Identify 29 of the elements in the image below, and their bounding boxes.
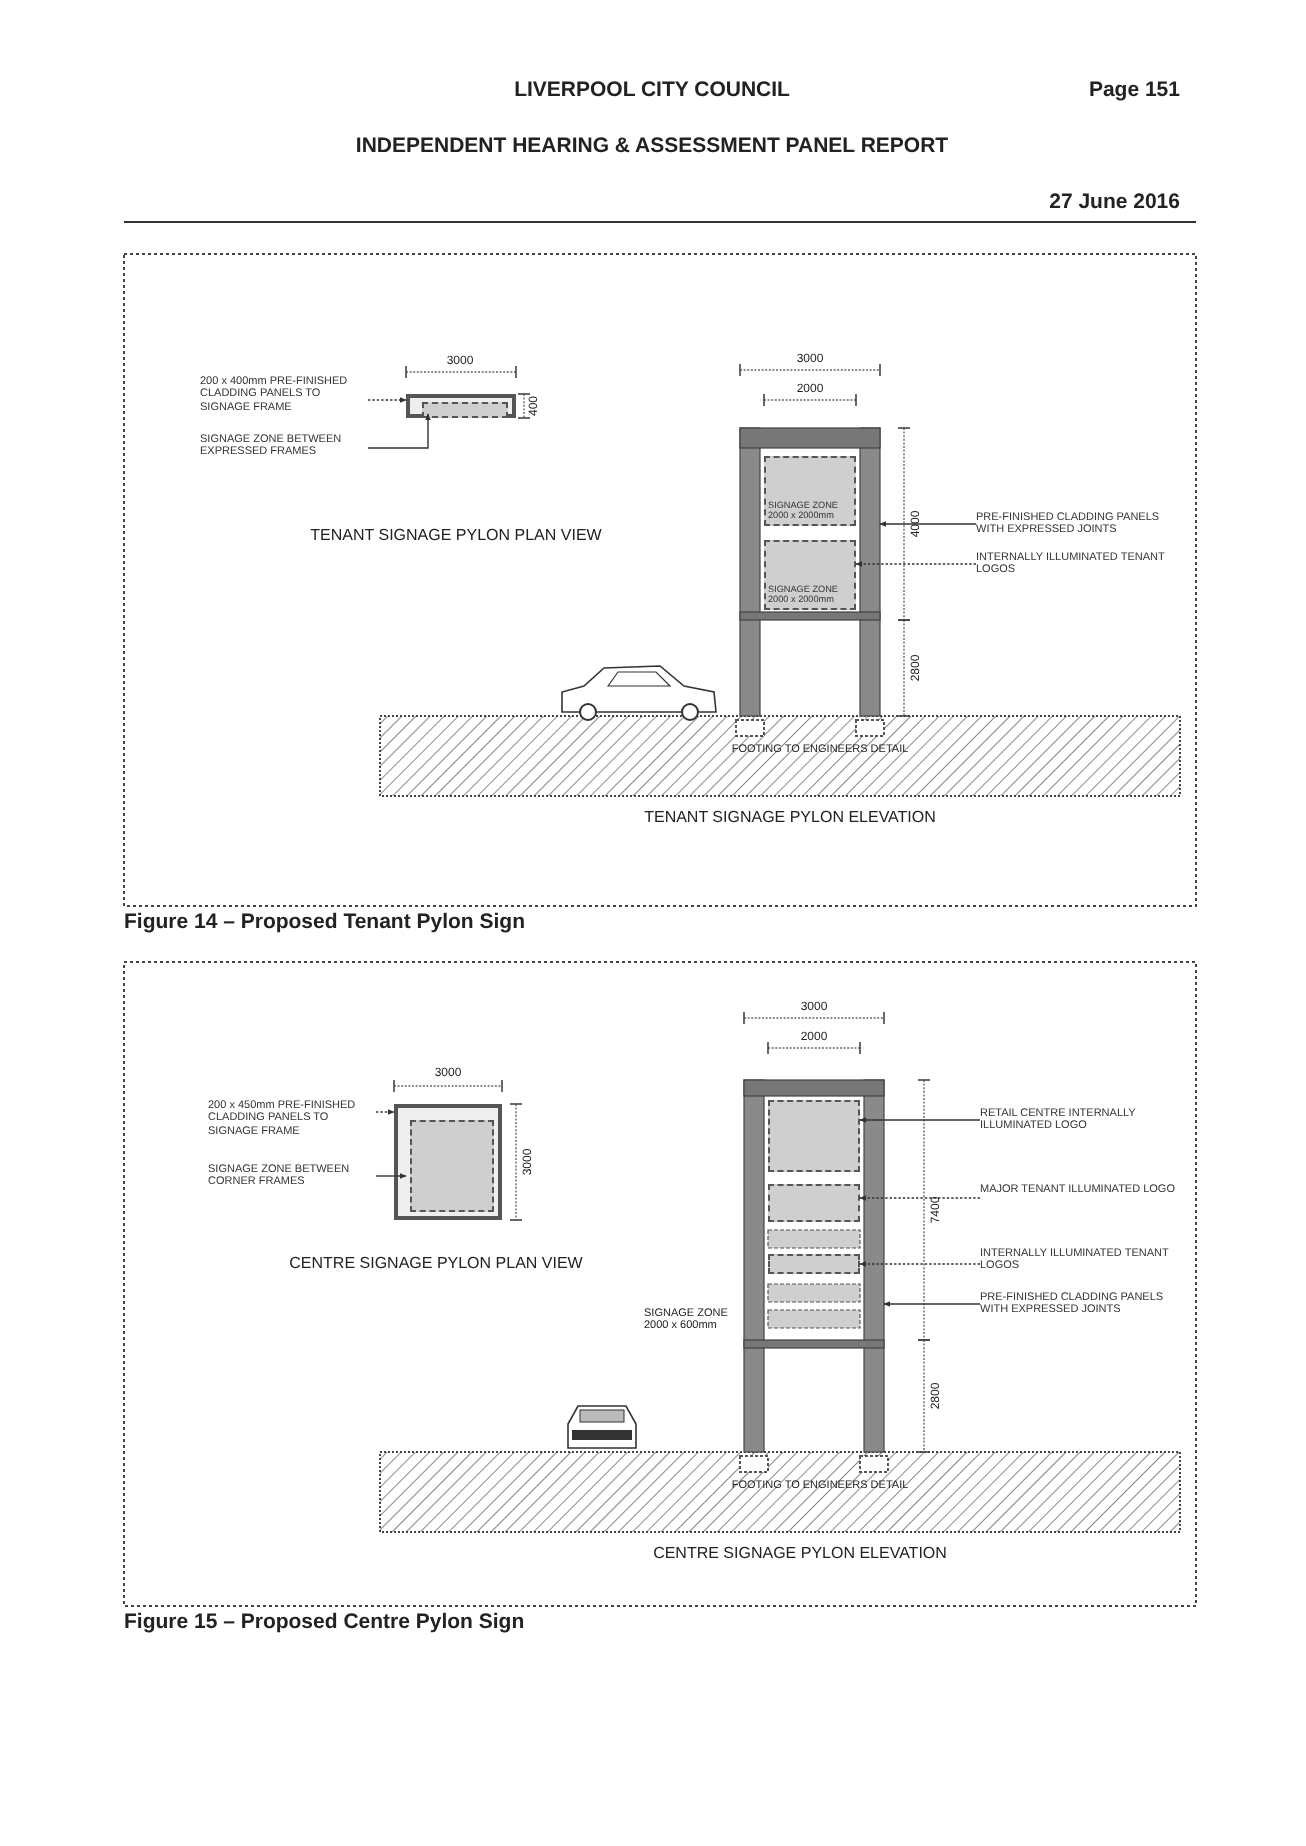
date-text: 27 June 2016	[1049, 192, 1180, 216]
leader-line	[375, 1173, 407, 1179]
view-title: TENANT SIGNAGE PYLON ELEVATION	[644, 810, 936, 828]
signage-zone	[422, 402, 508, 418]
view-title: CENTRE SIGNAGE PYLON ELEVATION	[653, 1546, 947, 1564]
leader-line	[859, 1195, 981, 1201]
signage-zone	[768, 1184, 860, 1222]
leader-line	[879, 521, 977, 527]
leader-line	[367, 413, 431, 449]
view-title: TENANT SIGNAGE PYLON PLAN VIEW	[310, 528, 602, 546]
signage-zone	[410, 1120, 494, 1212]
page-number: Page 151	[1088, 80, 1180, 104]
figure-caption: Figure 14 – Proposed Tenant Pylon Sign	[124, 912, 526, 936]
leader-line	[855, 561, 977, 567]
pylon-frame-drawing	[744, 1080, 884, 1452]
signage-zone	[768, 1100, 860, 1172]
plan-frame	[394, 1104, 502, 1220]
leader-line	[859, 1261, 981, 1267]
leader-line	[883, 1301, 981, 1307]
view-title: CENTRE SIGNAGE PYLON PLAN VIEW	[289, 1256, 583, 1274]
leader-line	[375, 1109, 395, 1115]
leader-line	[859, 1117, 981, 1123]
signage-zone	[768, 1254, 860, 1274]
leader-line	[367, 397, 407, 403]
figure-caption: Figure 15 – Proposed Centre Pylon Sign	[124, 1612, 525, 1636]
report-title: INDEPENDENT HEARING & ASSESSMENT PANEL REPORT	[355, 136, 949, 160]
pylon-frame-drawing	[740, 428, 880, 716]
plan-frame	[406, 394, 516, 418]
council-heading: LIVERPOOL CITY COUNCIL	[514, 80, 790, 104]
